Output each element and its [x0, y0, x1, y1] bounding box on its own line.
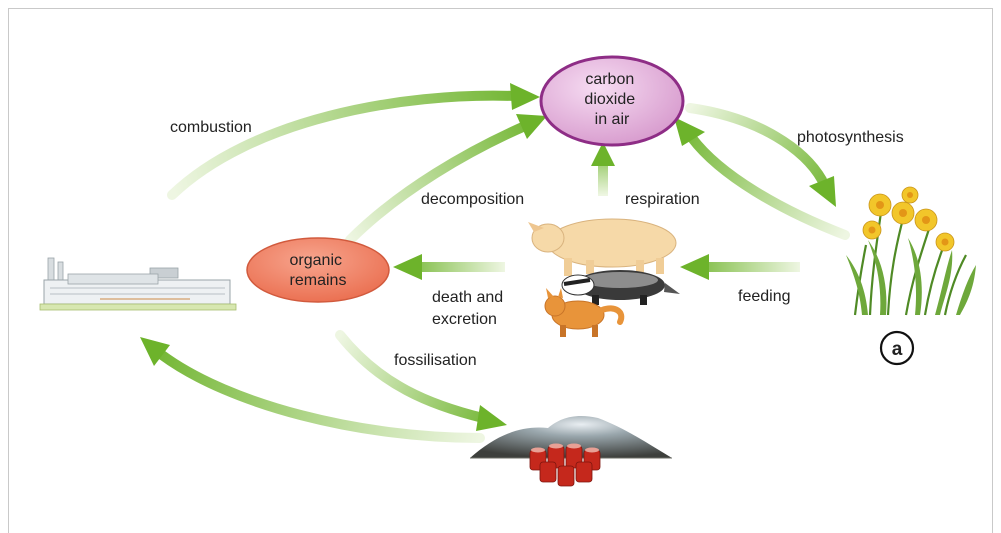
figure-marker-a-label: a [892, 339, 903, 360]
death-excretion-line-2: excretion [432, 311, 497, 328]
fox-icon [544, 288, 625, 337]
death-excretion-line-1: death and [432, 289, 503, 306]
arrow-plant-respiration [674, 117, 850, 240]
co2-node: carbon dioxide in air [539, 55, 685, 147]
arrow-animal-respiration [591, 142, 615, 196]
arrow-fossil-fuel-to-factory [140, 337, 485, 443]
pig-icon [528, 218, 677, 276]
arrow-photosynthesis [685, 103, 836, 207]
co2-label-line-3: in air [595, 111, 630, 128]
arrow-feeding [680, 254, 800, 280]
badger-icon [561, 270, 680, 305]
daffodils-icon [846, 186, 976, 316]
feeding-label: feeding [738, 288, 791, 305]
photosynthesis-label: photosynthesis [797, 129, 904, 146]
co2-label-line-1: carbon [585, 71, 634, 88]
respiration-label: respiration [625, 191, 700, 208]
organic-remains-node: organic remains [246, 237, 390, 303]
svg-text:carbon dioxide in: carbon dioxide in air [584, 71, 639, 128]
death-excretion-label: death and excretion [432, 289, 508, 328]
decomposition-label: decomposition [421, 191, 524, 208]
svg-text:organic remains: organic remains [290, 252, 347, 289]
combustion-label: combustion [170, 119, 252, 136]
fossilisation-label: fossilisation [394, 352, 477, 369]
arrow-fossilisation [335, 330, 507, 431]
frame-border [8, 8, 993, 533]
power-station-icon [39, 257, 237, 311]
co2-label-line-2: dioxide [584, 91, 635, 108]
fossil-fuel-deposit-icon [470, 416, 672, 487]
arrow-combustion [167, 83, 540, 200]
organic-label-line-1: organic [290, 252, 342, 269]
arrow-decomposition [345, 114, 547, 245]
arrow-death-excretion [393, 254, 505, 280]
figure-marker-a: a [879, 330, 915, 366]
organic-label-line-2: remains [290, 272, 347, 289]
